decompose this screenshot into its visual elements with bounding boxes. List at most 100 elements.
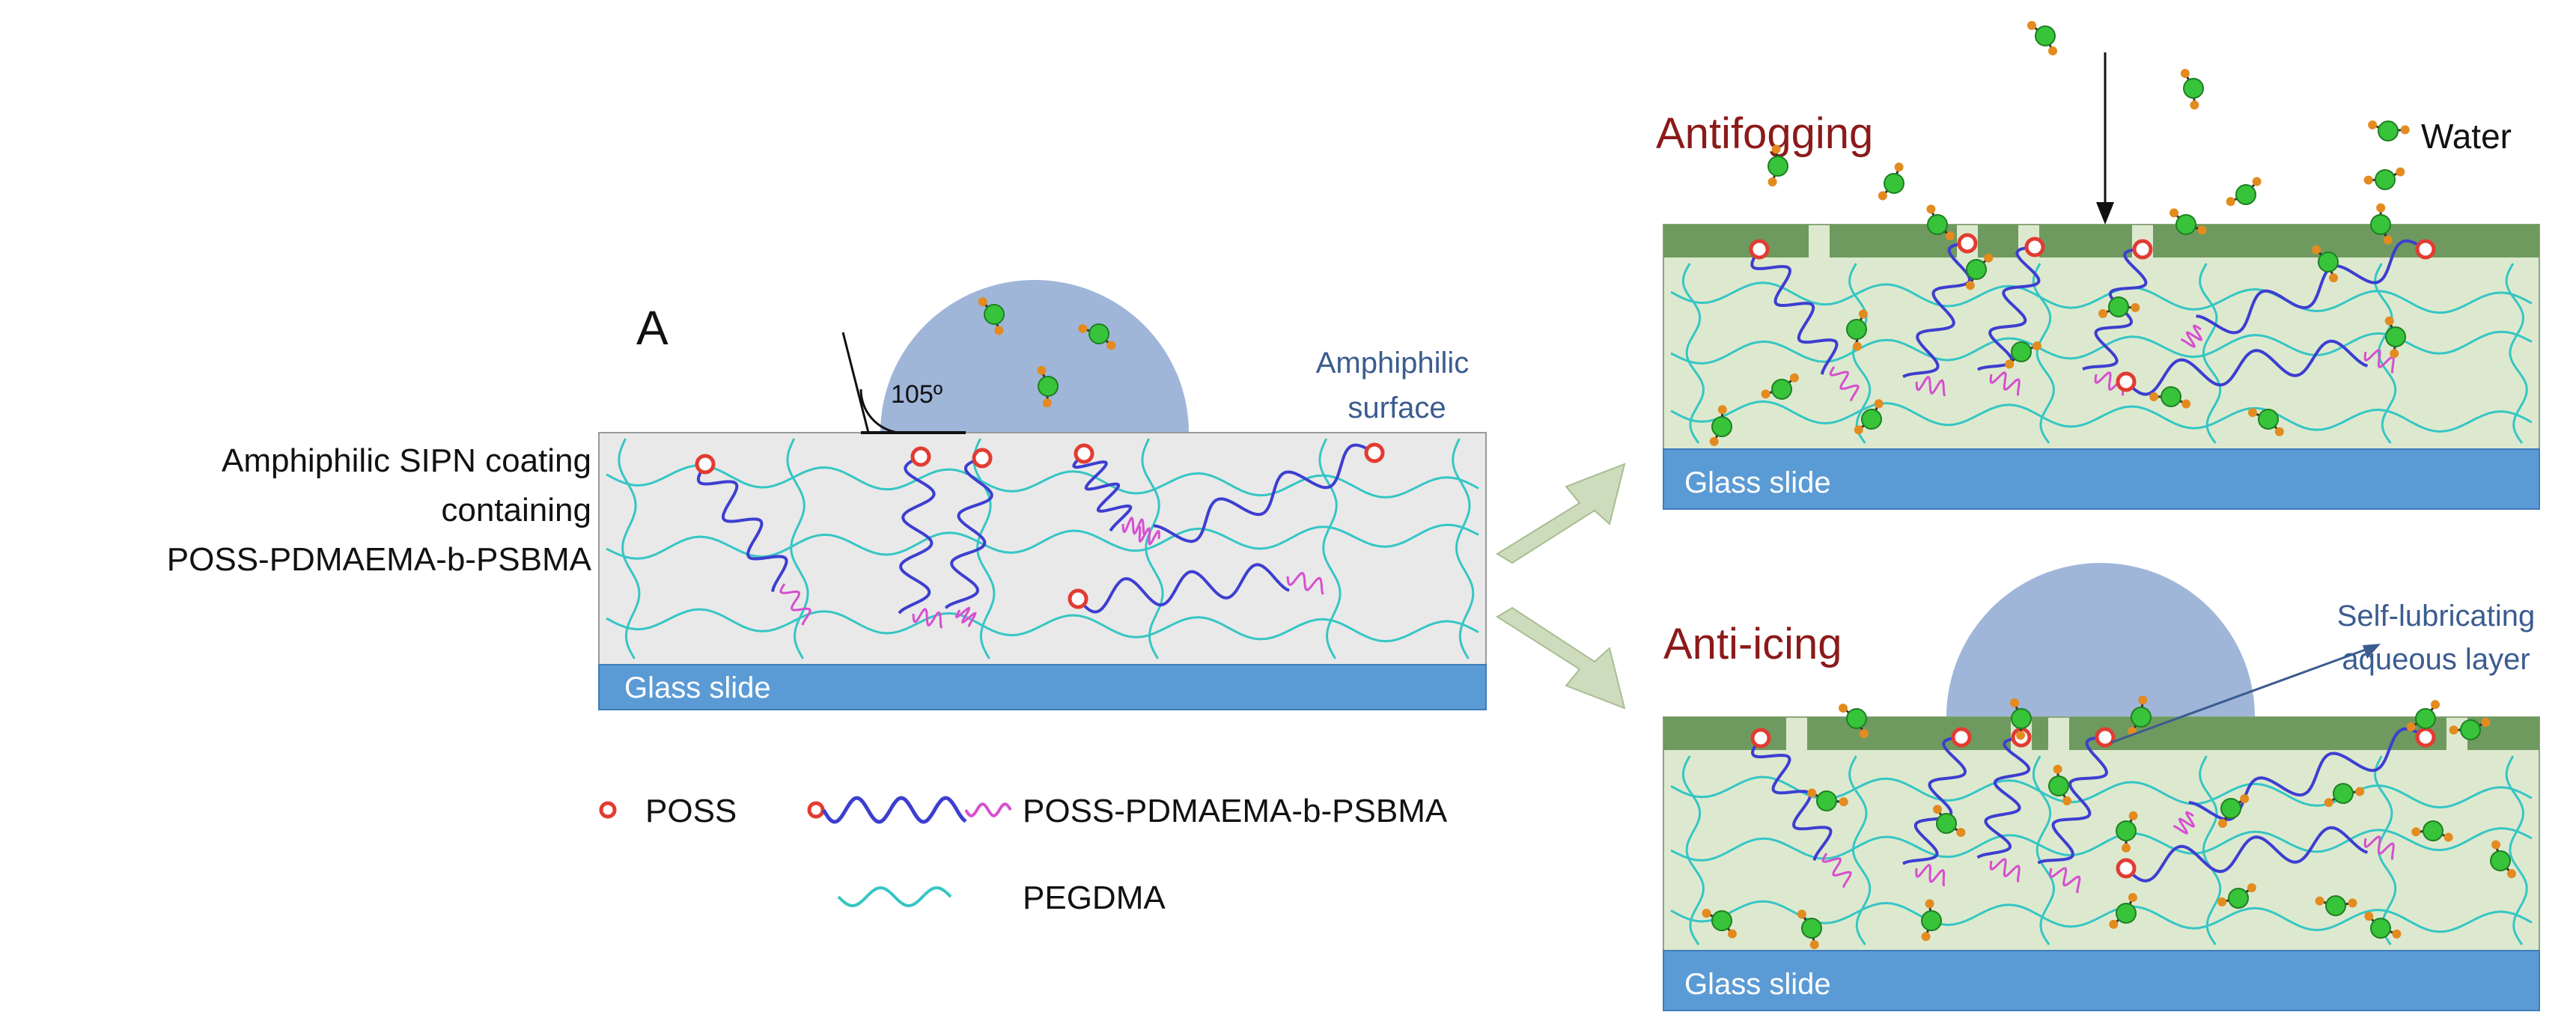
- water-hydrogen: [2247, 408, 2257, 418]
- pegdma-strand: [1670, 400, 2533, 433]
- water-oxygen: [2423, 820, 2443, 841]
- chain-psbma-block: [954, 606, 977, 627]
- water-hydrogen: [2122, 843, 2131, 853]
- water-hydrogen: [2247, 883, 2256, 892]
- water-hydrogen: [1925, 899, 1934, 909]
- chain-psbma-block: [2363, 835, 2395, 860]
- antifog-glass-label: Glass slide: [1684, 466, 1831, 499]
- water-hydrogen: [2491, 840, 2500, 850]
- antifogging-panel: Antifogging Water Glass slide: [1656, 21, 2540, 510]
- water-molecule: [2312, 245, 2339, 283]
- arrow-to-antifogging: [1496, 463, 1626, 564]
- water-hydrogen: [1078, 324, 1088, 334]
- water-legend-label: Water: [2421, 117, 2512, 156]
- contact-angle-value: 105º: [891, 380, 943, 409]
- surface-band-segment: [2039, 225, 2132, 257]
- water-oxygen: [2161, 386, 2181, 407]
- deposition-arrow-head: [2096, 202, 2114, 225]
- chain-psbma-block: [779, 583, 812, 626]
- water-oxygen: [1884, 173, 1904, 194]
- water-molecule: [2180, 69, 2204, 110]
- pegdma-strand: [1670, 281, 2533, 314]
- water-hydrogen: [2138, 695, 2148, 705]
- water-hydrogen: [1874, 399, 1884, 409]
- water-hydrogen: [1921, 932, 1931, 942]
- legend-pegdma-label: PEGDMA: [1023, 880, 1166, 916]
- water-oxygen: [2116, 820, 2137, 841]
- water-hydrogen: [2062, 796, 2072, 805]
- chain-psbma-block: [1286, 571, 1324, 595]
- surface-band-segment: [1978, 225, 2018, 257]
- chain-poss-end: [1364, 442, 1385, 463]
- chain-pdmaema-block: [2125, 826, 2369, 883]
- water-molecule: [1965, 253, 1994, 290]
- self-lubricating-pointer: [2110, 644, 2378, 744]
- chain-pdmaema-block: [1153, 443, 1376, 543]
- water-hydrogen: [2481, 717, 2491, 727]
- contact-angle-tangent: [841, 332, 870, 433]
- water-oxygen: [2011, 341, 2032, 362]
- water-oxygen: [2175, 214, 2196, 235]
- water-hydrogen: [2431, 700, 2440, 710]
- pegdma-crosslink: [1681, 263, 1705, 444]
- water-hydrogen: [2376, 203, 2386, 213]
- water-hydrogen: [1926, 204, 1936, 214]
- glass-slide: [598, 664, 1487, 710]
- water-oxygen: [2235, 184, 2256, 205]
- water-hydrogen: [2384, 316, 2394, 326]
- water-hydrogen: [2396, 167, 2405, 177]
- water-molecule: [1807, 788, 1848, 811]
- transition-arrows: [1496, 463, 1626, 710]
- chain-poss-end: [1074, 443, 1094, 464]
- water-oxygen: [2375, 169, 2396, 190]
- water-hydrogen: [1761, 389, 1770, 399]
- chain-pdmaema-block: [1077, 563, 1290, 614]
- water-oxygen: [2460, 719, 2481, 740]
- water-hydrogen: [2180, 69, 2190, 79]
- water-hydrogen: [978, 297, 987, 307]
- water-hydrogen: [1709, 436, 1719, 446]
- water-hydrogen: [1789, 373, 1799, 383]
- water-molecule: [2010, 698, 2032, 740]
- water-oxygen: [984, 304, 1005, 325]
- arrow-to-antiicing: [1496, 606, 1626, 710]
- chain-pdmaema-block: [1750, 248, 1839, 375]
- contact-angle-arc: [859, 388, 899, 434]
- chain-poss-end: [1068, 588, 1088, 609]
- water-hydrogen: [1037, 365, 1047, 375]
- legend-pegdma-line: [837, 886, 952, 907]
- antifogging-title: Antifogging: [1656, 109, 1873, 158]
- water-hydrogen: [2364, 912, 2374, 921]
- pegdma-crosslink: [1452, 438, 1475, 659]
- water-oxygen: [1771, 379, 1792, 400]
- chain-pdmaema-block: [2082, 248, 2148, 371]
- water-hydrogen: [2315, 896, 2324, 906]
- pegdma-crosslink: [1681, 755, 1705, 945]
- water-hydrogen: [1860, 729, 1869, 738]
- water-hydrogen: [2032, 341, 2041, 351]
- water-hydrogen: [1797, 909, 1806, 919]
- water-molecule: [1854, 399, 1884, 435]
- water-hydrogen: [1807, 788, 1817, 798]
- water-hydrogen: [2312, 245, 2321, 255]
- water-molecule: [2109, 892, 2137, 929]
- water-hydrogen: [2449, 725, 2458, 735]
- chain-poss-end: [972, 448, 993, 469]
- water-oxygen: [2228, 888, 2249, 909]
- antiicing-panel: Anti-icing Self-lubricating aqueous laye…: [1663, 563, 2540, 1011]
- water-molecule: [2217, 883, 2256, 909]
- amphiphilic-surface-label-line2: surface: [1348, 391, 1446, 424]
- pegdma-crosslink: [618, 438, 641, 659]
- coating-label-line2: containing: [441, 492, 591, 528]
- antifog-water-molecules: [1709, 21, 2410, 446]
- water-oxygen: [2220, 798, 2241, 819]
- chain-psbma-block: [912, 607, 943, 629]
- pegdma-crosslink: [2199, 263, 2222, 444]
- chain-psbma-block: [2180, 324, 2203, 348]
- water-hydrogen: [994, 326, 1004, 335]
- chain-psbma-block: [1138, 525, 1160, 546]
- chain-psbma-block: [1121, 516, 1145, 535]
- water-molecule: [2116, 811, 2138, 853]
- ice-droplet: [1946, 563, 2255, 717]
- legend: POSS POSS-PDMAEMA-b-PSBMA PEGDMA: [599, 793, 1448, 916]
